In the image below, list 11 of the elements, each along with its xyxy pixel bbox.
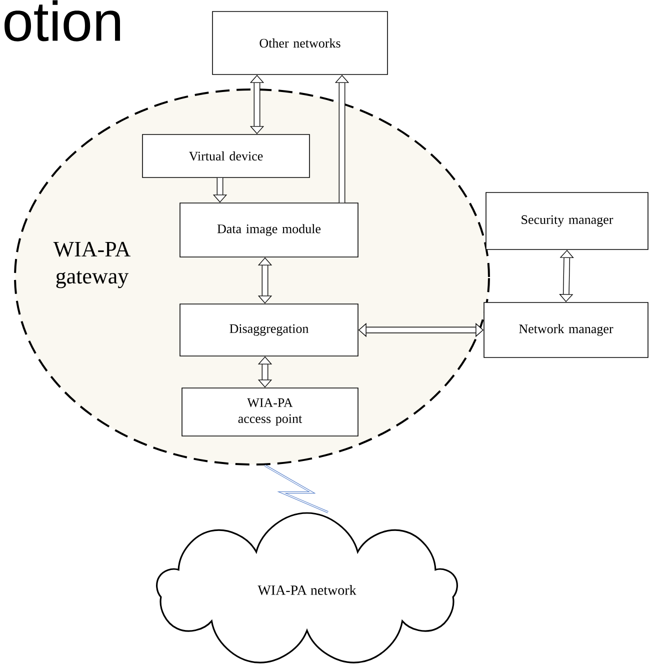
process-box: Other networks (212, 11, 388, 75)
network-cloud: WIA-PA network (156, 512, 458, 664)
process-box: Network manager (484, 302, 648, 358)
process-box: Data image module (180, 202, 358, 258)
process-box: Virtual device (142, 134, 310, 178)
process-box: WIA-PA access point (182, 388, 358, 436)
process-box: Security manager (486, 192, 648, 250)
gateway-label: WIA-PA gateway (53, 242, 131, 288)
title-fragment: otion (4, 0, 120, 42)
process-box: Disaggregation (180, 304, 358, 356)
lightning-link (264, 464, 328, 514)
